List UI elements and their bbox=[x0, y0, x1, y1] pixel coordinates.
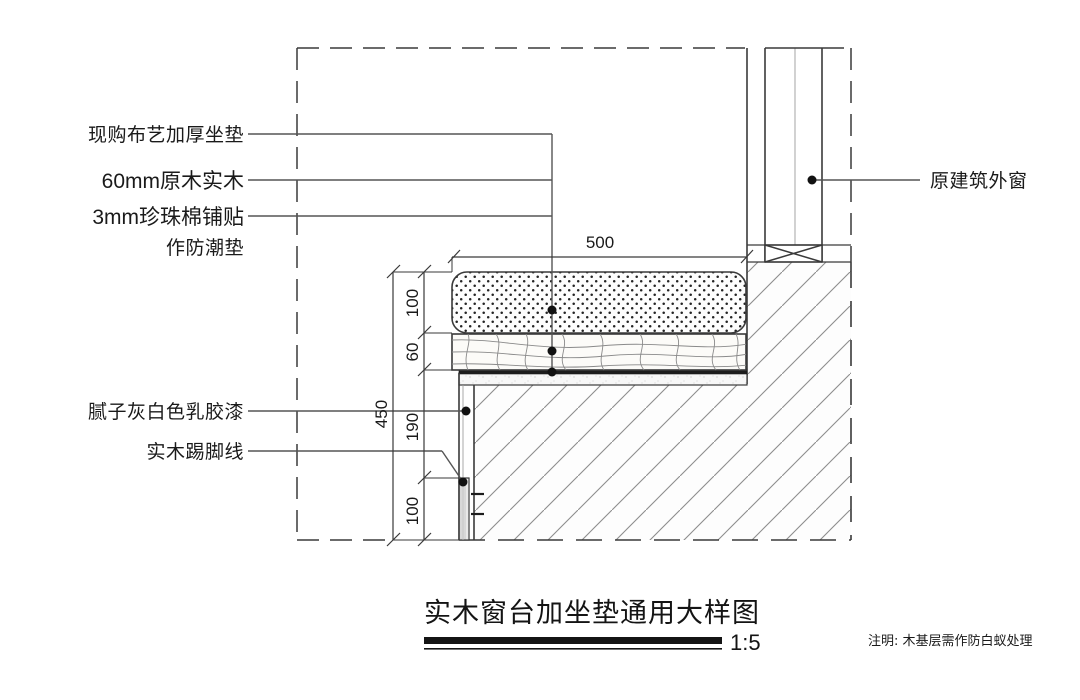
label-fabric-cushion: 现购布艺加厚坐垫 bbox=[88, 124, 244, 146]
drawing-title: 实木窗台加坐垫通用大样图 bbox=[424, 598, 760, 629]
dimension-label-100-base: 100 bbox=[403, 497, 422, 525]
dimension-450-total bbox=[386, 264, 424, 547]
label-existing-exterior-window: 原建筑外窗 bbox=[930, 170, 1028, 192]
leader-dots-upper bbox=[547, 305, 557, 377]
label-wood-baseboard: 实木踢脚线 bbox=[146, 441, 244, 463]
leader-lines-upper bbox=[248, 133, 553, 376]
dimension-label-100-cushion: 100 bbox=[403, 289, 422, 317]
existing-exterior-window bbox=[746, 47, 852, 263]
dashed-reference-boundary bbox=[296, 47, 745, 541]
leader-dot-putty-paint bbox=[461, 406, 471, 416]
drawing-scale: 1:5 bbox=[730, 630, 761, 655]
label-pearl-cotton-second-line: 作防潮垫 bbox=[166, 237, 244, 259]
label-putty-latex-paint: 腻子灰白色乳胶漆 bbox=[88, 401, 244, 423]
dimension-label-450: 450 bbox=[372, 400, 391, 428]
drawing-note: 注明: 木基层需作防白蚁处理 bbox=[868, 633, 1033, 649]
wall-section bbox=[459, 262, 852, 541]
dimension-label-60-wood: 60 bbox=[403, 343, 422, 362]
leader-dots-lower bbox=[458, 406, 471, 487]
leader-dot-wood bbox=[547, 346, 557, 356]
dimension-label-500: 500 bbox=[586, 233, 614, 252]
label-pearl-cotton: 3mm珍珠棉铺贴 bbox=[92, 206, 244, 229]
leader-dot-baseboard bbox=[458, 477, 468, 487]
dimension-label-190-wall: 190 bbox=[403, 413, 422, 441]
label-solid-wood-60mm: 60mm原木实木 bbox=[102, 170, 244, 193]
leader-dot-pearl-cotton bbox=[547, 367, 557, 377]
leader-lines-lower bbox=[248, 410, 466, 483]
leader-dot-existing-window bbox=[807, 175, 817, 185]
title-underline bbox=[424, 637, 722, 650]
mortar-screed-layer bbox=[458, 372, 748, 386]
dimension-chain-vertical bbox=[417, 264, 459, 547]
dimension-500 bbox=[447, 249, 754, 272]
fabric-cushion bbox=[451, 271, 747, 334]
leader-dot-cushion bbox=[547, 305, 557, 315]
solid-wood-slab bbox=[451, 333, 747, 371]
